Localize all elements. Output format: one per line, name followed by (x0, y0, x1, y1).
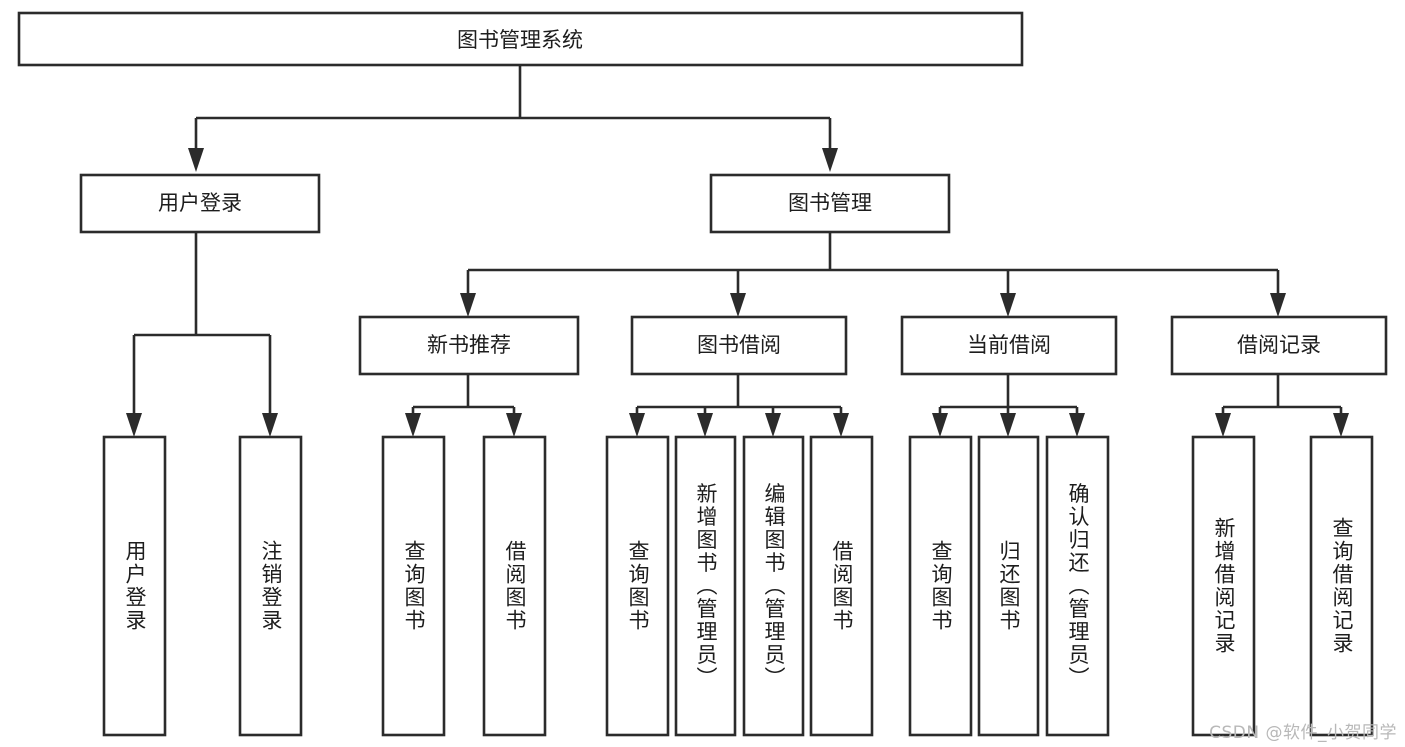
arrow-borrow-leaf-1 (629, 413, 645, 437)
leaf-book-borrow-1[interactable]: 查询图书 (605, 435, 670, 737)
leaf-borrow-record-2[interactable]: 查询借阅记录 (1309, 435, 1374, 737)
leaf-current-borrow-2[interactable]: 归还图书 (977, 435, 1040, 737)
node-root-box[interactable] (17, 11, 1024, 67)
leaf-book-borrow-1-label: 查询图书 (626, 540, 650, 632)
leaf-new-book-1-label: 查询图书 (402, 540, 426, 632)
leaf-user-login-1-box[interactable] (102, 435, 167, 737)
node-book-mgmt-box[interactable] (709, 173, 951, 234)
leaf-current-borrow-3-label: 确认归还（管理员） (1066, 483, 1090, 690)
leaf-book-borrow-3[interactable]: 编辑图书（管理员） (742, 435, 805, 737)
arrow-current-leaf-1 (932, 413, 948, 437)
node-user-login-box[interactable] (79, 173, 321, 234)
arrow-user-login-leaf-2 (262, 413, 278, 437)
leaf-user-login-2-box[interactable] (238, 435, 303, 737)
leaf-new-book-2-label: 借阅图书 (503, 540, 527, 632)
arrow-root-to-book-mgmt (822, 148, 838, 172)
arrow-record-leaf-1 (1215, 413, 1231, 437)
leaf-book-borrow-2-box[interactable] (674, 435, 737, 737)
arrow-current-leaf-2 (1000, 413, 1016, 437)
leaf-borrow-record-1-label: 新增借阅记录 (1212, 517, 1236, 655)
node-borrow-record-label: 借阅记录 (1237, 333, 1321, 357)
leaf-current-borrow-1-label: 查询图书 (929, 540, 953, 632)
arrow-borrow-leaf-2 (697, 413, 713, 437)
node-current-borrow-box[interactable] (900, 315, 1118, 376)
node-book-borrow-box[interactable] (630, 315, 848, 376)
leaf-new-book-2[interactable]: 借阅图书 (482, 435, 547, 737)
leaf-book-borrow-3-box[interactable] (742, 435, 805, 737)
node-new-book-label: 新书推荐 (427, 333, 511, 357)
leaf-user-login-1[interactable]: 用户登录 (102, 435, 167, 737)
leaf-book-borrow-3-label: 编辑图书（管理员） (762, 483, 786, 690)
node-book-borrow-label: 图书借阅 (697, 333, 781, 357)
leaf-current-borrow-1-box[interactable] (908, 435, 973, 737)
node-new-book-box[interactable] (358, 315, 580, 376)
connector-layer (126, 66, 1349, 437)
arrow-current-leaf-3 (1069, 413, 1085, 437)
node-new-book[interactable]: 新书推荐 (358, 315, 580, 376)
node-user-login-label: 用户登录 (158, 191, 242, 215)
leaf-current-borrow-2-label: 归还图书 (997, 540, 1021, 632)
leaf-book-borrow-1-box[interactable] (605, 435, 670, 737)
leaf-book-borrow-2[interactable]: 新增图书（管理员） (674, 435, 737, 737)
leaf-new-book-1-box[interactable] (381, 435, 446, 737)
arrow-book-mgmt-to-current (1000, 293, 1016, 317)
arrow-borrow-leaf-4 (833, 413, 849, 437)
leaf-current-borrow-3-box[interactable] (1045, 435, 1110, 737)
node-borrow-record[interactable]: 借阅记录 (1170, 315, 1388, 376)
arrow-new-book-leaf-2 (506, 413, 522, 437)
leaf-borrow-record-2-label: 查询借阅记录 (1330, 517, 1354, 655)
node-current-borrow-label: 当前借阅 (967, 333, 1051, 357)
node-book-borrow[interactable]: 图书借阅 (630, 315, 848, 376)
leaf-new-book-1[interactable]: 查询图书 (381, 435, 446, 737)
leaf-book-borrow-4[interactable]: 借阅图书 (809, 435, 874, 737)
leaf-book-borrow-4-box[interactable] (809, 435, 874, 737)
leaf-current-borrow-3[interactable]: 确认归还（管理员） (1045, 435, 1110, 737)
node-root-label: 图书管理系统 (457, 28, 583, 52)
node-user-login[interactable]: 用户登录 (79, 173, 321, 234)
leaf-current-borrow-2-box[interactable] (977, 435, 1040, 737)
arrow-new-book-leaf-1 (405, 413, 421, 437)
leaf-current-borrow-1[interactable]: 查询图书 (908, 435, 973, 737)
arrow-book-mgmt-to-borrow (730, 293, 746, 317)
leaf-book-borrow-4-label: 借阅图书 (830, 540, 854, 632)
arrow-record-leaf-2 (1333, 413, 1349, 437)
leaf-borrow-record-2-box[interactable] (1309, 435, 1374, 737)
leaf-user-login-2[interactable]: 注销登录 (238, 435, 303, 737)
leaf-user-login-1-label: 用户登录 (123, 540, 147, 632)
arrow-borrow-leaf-3 (765, 413, 781, 437)
node-book-mgmt[interactable]: 图书管理 (709, 173, 951, 234)
leaf-borrow-record-1-box[interactable] (1191, 435, 1256, 737)
node-borrow-record-box[interactable] (1170, 315, 1388, 376)
node-book-mgmt-label: 图书管理 (788, 191, 872, 215)
arrow-book-mgmt-to-new-book (460, 293, 476, 317)
arrow-user-login-leaf-1 (126, 413, 142, 437)
leaf-user-login-2-label: 注销登录 (259, 540, 283, 632)
leaf-book-borrow-2-label: 新增图书（管理员） (694, 483, 718, 690)
node-root[interactable]: 图书管理系统 (17, 11, 1024, 67)
leaf-new-book-2-box[interactable] (482, 435, 547, 737)
node-current-borrow[interactable]: 当前借阅 (900, 315, 1118, 376)
leaf-borrow-record-1[interactable]: 新增借阅记录 (1191, 435, 1256, 737)
arrow-root-to-user-login (188, 148, 204, 172)
arrow-book-mgmt-to-record (1270, 293, 1286, 317)
